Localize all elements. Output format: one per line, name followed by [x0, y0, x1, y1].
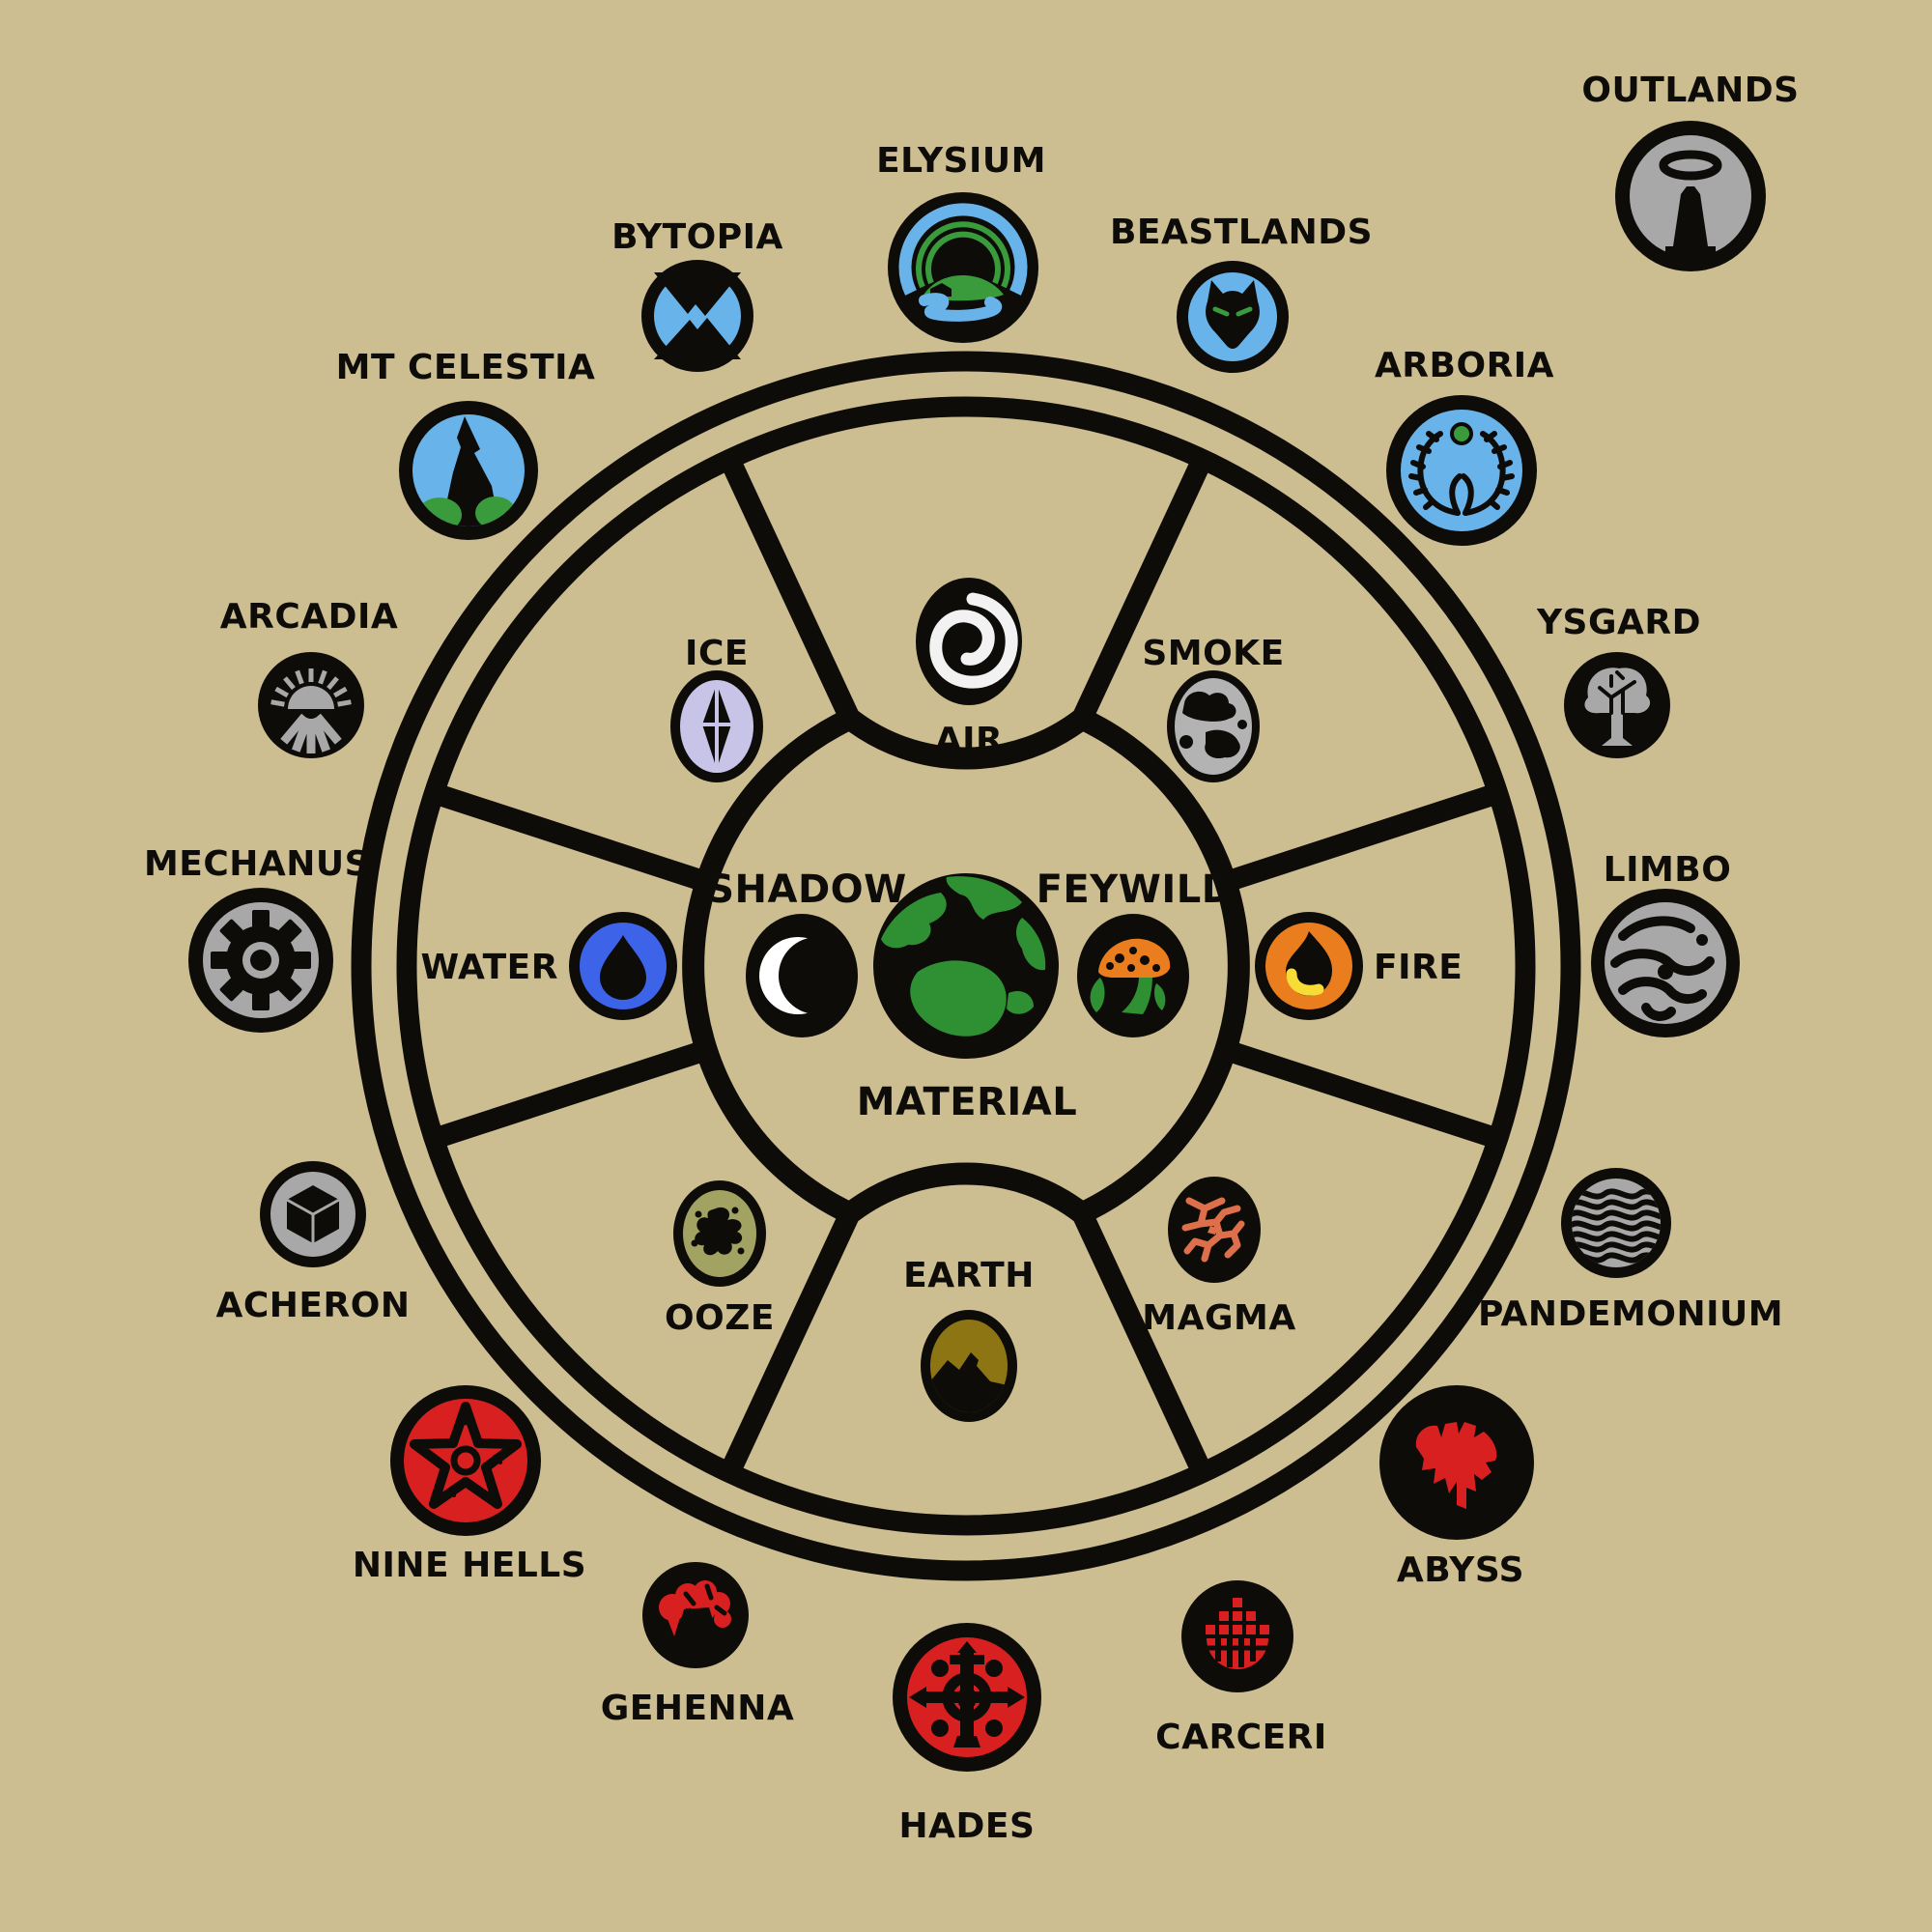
spoke-fire-magma	[1222, 1039, 1502, 1150]
arcadia-plane-icon	[258, 652, 364, 758]
acheron-plane-icon	[260, 1161, 366, 1267]
ice-label: ICE	[685, 634, 749, 673]
smoke-label: SMOKE	[1142, 634, 1284, 673]
beastlands-label: BEASTLANDS	[1110, 213, 1373, 252]
mechanus-plane-icon	[188, 888, 333, 1033]
ice-plane-icon	[670, 670, 763, 782]
nine-hells-label: NINE HELLS	[353, 1546, 586, 1585]
abyss-label: ABYSS	[1397, 1550, 1524, 1590]
earth-wedge-right-line	[1072, 1208, 1212, 1478]
inner-rim-circle	[396, 396, 1536, 1536]
feywild-plane-icon	[1077, 914, 1189, 1037]
limbo-label: LIMBO	[1604, 850, 1732, 890]
air-plane-icon	[916, 578, 1022, 705]
abyss-plane-icon	[1379, 1385, 1534, 1540]
elysium-label: ELYSIUM	[876, 141, 1046, 181]
shadow-label: SHADOW	[706, 867, 907, 912]
wheel-spokes	[430, 454, 1502, 1478]
ysgard-plane-icon	[1564, 652, 1670, 758]
feywild-label: FEYWILD	[1037, 867, 1235, 912]
great-wheel	[351, 351, 1581, 1581]
water-label: WATER	[420, 948, 558, 987]
ooze-plane-icon	[673, 1180, 766, 1287]
air-label: AIR	[935, 721, 1003, 760]
gehenna-label: GEHENNA	[601, 1689, 794, 1728]
pandemonium-plane-icon	[1561, 1168, 1671, 1278]
outer-rim-circle	[351, 351, 1581, 1581]
earth-plane-icon	[921, 1310, 1017, 1422]
limbo-plane-icon	[1591, 889, 1740, 1037]
magma-label: MAGMA	[1142, 1298, 1295, 1338]
air-wedge-right-line	[1072, 454, 1212, 724]
gehenna-plane-icon	[642, 1562, 749, 1668]
fire-label: FIRE	[1374, 948, 1463, 987]
acheron-label: ACHERON	[216, 1286, 411, 1325]
carceri-plane-icon	[1181, 1580, 1293, 1692]
fire-plane-icon	[1255, 912, 1363, 1020]
hades-label: HADES	[899, 1806, 1036, 1846]
ooze-label: OOZE	[665, 1298, 775, 1338]
outlands-label: OUTLANDS	[1581, 71, 1799, 110]
air-wedge-left-line	[720, 454, 860, 724]
mt-celestia-plane-icon	[399, 401, 538, 540]
carceri-label: CARCERI	[1155, 1718, 1327, 1757]
smoke-plane-icon	[1167, 670, 1260, 782]
bytopia-plane-icon	[641, 260, 753, 372]
pandemonium-label: PANDEMONIUM	[1478, 1294, 1783, 1334]
material-plane-icon	[873, 873, 1059, 1059]
nine-hells-plane-icon	[390, 1385, 541, 1536]
arboria-label: ARBORIA	[1375, 346, 1554, 385]
arcadia-label: ARCADIA	[220, 597, 399, 637]
bytopia-label: BYTOPIA	[611, 217, 783, 257]
earth-label: EARTH	[903, 1256, 1035, 1295]
mechanus-label: MECHANUS	[144, 844, 370, 884]
mt-celestia-label: MT CELESTIA	[336, 348, 596, 387]
hades-plane-icon	[893, 1623, 1041, 1772]
spoke-ice-water	[430, 782, 710, 893]
earth-wedge-left-line	[720, 1208, 860, 1478]
arboria-plane-icon	[1386, 395, 1537, 546]
water-plane-icon	[569, 912, 677, 1020]
ysgard-label: YSGARD	[1536, 603, 1701, 642]
beastlands-plane-icon	[1177, 261, 1289, 373]
magma-plane-icon	[1168, 1177, 1261, 1283]
shadow-plane-icon	[746, 914, 858, 1037]
material-label: MATERIAL	[857, 1080, 1077, 1124]
outlands-plane-icon	[1615, 121, 1766, 271]
elysium-plane-icon	[888, 192, 1038, 343]
spoke-smoke-fire	[1222, 782, 1502, 893]
spoke-water-ooze	[430, 1039, 710, 1150]
